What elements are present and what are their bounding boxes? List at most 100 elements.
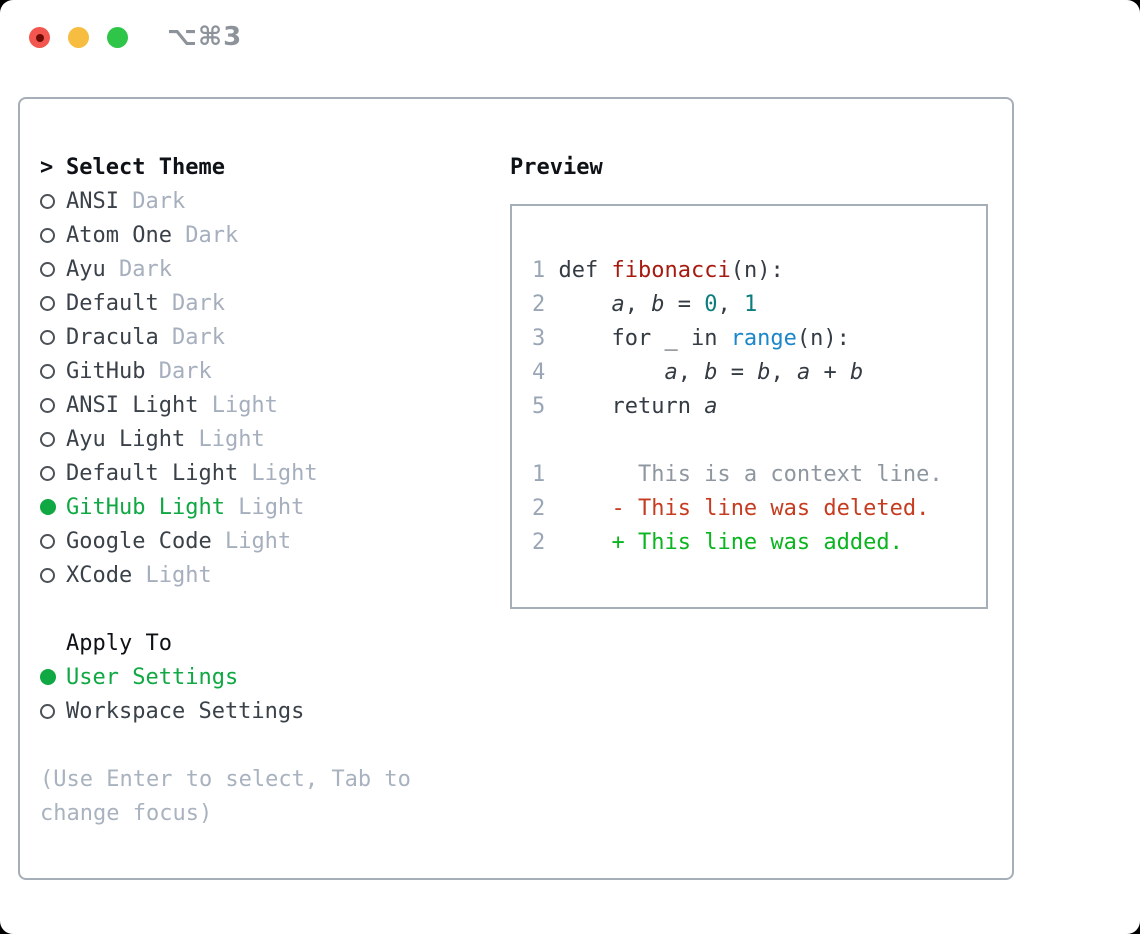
theme-variant: Light	[132, 562, 212, 588]
theme-option-github[interactable]: GitHub Dark	[40, 354, 411, 388]
preview-title: Preview	[510, 154, 603, 180]
theme-list-header-row: >Select Theme	[40, 150, 411, 184]
line-number: 5	[532, 394, 546, 419]
apply-option-user-settings[interactable]: User Settings	[40, 660, 411, 694]
blank-line	[532, 424, 986, 458]
hint-text: (Use Enter to select, Tab to	[40, 766, 411, 792]
code-segment-plain: ,	[624, 292, 652, 317]
theme-name: Google Code	[66, 528, 212, 554]
code-line: 1 def fibonacci(n):	[532, 254, 986, 288]
theme-name: Dracula	[66, 324, 159, 350]
theme-option-atom-one[interactable]: Atom One Dark	[40, 218, 411, 252]
diff-context-line: 1 This is a context line.	[532, 458, 986, 492]
theme-name: GitHub Light	[66, 494, 225, 520]
hint-text-row: change focus)	[40, 796, 411, 830]
theme-option-ayu[interactable]: Ayu Dark	[40, 252, 411, 286]
line-number: 1	[532, 462, 546, 487]
theme-name: Atom One	[66, 222, 172, 248]
zoom-button[interactable]	[107, 27, 128, 48]
apply-to-header-row: Apply To	[40, 626, 411, 660]
gutter	[40, 193, 66, 209]
theme-variant: Dark	[158, 290, 225, 316]
theme-name: XCode	[66, 562, 133, 588]
theme-option-google-code[interactable]: Google Code Light	[40, 524, 411, 558]
radio-icon	[40, 567, 55, 583]
theme-variant: Dark	[171, 222, 239, 248]
code-segment-fn: fibonacci	[611, 258, 731, 283]
close-button[interactable]	[29, 27, 50, 48]
apply-option-workspace-settings[interactable]: Workspace Settings	[40, 694, 411, 728]
code-segment-plain: ,	[717, 292, 744, 317]
hint-text: change focus)	[40, 800, 213, 826]
code-segment-plain	[545, 360, 664, 385]
theme-variant: Light	[224, 494, 305, 520]
radio-selected-icon	[40, 669, 56, 685]
code-line: 4 a, b = b, a + b	[532, 356, 986, 390]
code-segment-var: a	[704, 394, 718, 419]
code-segment-context: This is a context line.	[545, 462, 943, 487]
theme-variant: Dark	[158, 324, 225, 350]
code-segment-added: + This line was added.	[611, 530, 903, 555]
theme-variant: Dark	[105, 256, 172, 282]
titlebar: ⌥⌘3	[0, 0, 1140, 80]
code-line: 3 for _ in range(n):	[532, 322, 986, 356]
theme-variant: Dark	[145, 358, 212, 384]
code-segment-plain: def	[545, 258, 612, 283]
theme-option-xcode[interactable]: XCode Light	[40, 558, 411, 592]
theme-option-dracula[interactable]: Dracula Dark	[40, 320, 411, 354]
minimize-button[interactable]	[68, 27, 89, 48]
code-segment-deleted: - This line was deleted.	[611, 496, 930, 521]
code-line: 2 a, b = 0, 1	[532, 288, 986, 322]
theme-option-default[interactable]: Default Dark	[40, 286, 411, 320]
gutter	[40, 669, 66, 685]
gutter	[40, 227, 66, 243]
radio-icon	[40, 397, 55, 413]
radio-selected-icon	[40, 499, 56, 515]
radio-icon	[40, 363, 55, 379]
line-number: 2	[532, 496, 546, 521]
code-segment-plain: (n):	[796, 326, 850, 351]
theme-name: ANSI Light	[66, 392, 199, 418]
line-number: 1	[532, 258, 546, 283]
code-segment-var: a	[664, 360, 678, 385]
record-dot-icon	[35, 33, 44, 42]
code-segment-plain: +	[810, 360, 850, 385]
line-number: 3	[532, 326, 546, 351]
code-segment-plain	[545, 292, 611, 317]
code-segment-builtin: range	[730, 326, 797, 351]
theme-option-github-light[interactable]: GitHub Light Light	[40, 490, 411, 524]
code-segment-plain: ,	[770, 360, 797, 385]
code-segment-num: 0	[704, 292, 718, 317]
theme-variant: Dark	[118, 188, 186, 214]
theme-option-ayu-light[interactable]: Ayu Light Light	[40, 422, 411, 456]
radio-icon	[40, 465, 55, 481]
gutter	[40, 499, 66, 515]
theme-option-ansi-light[interactable]: ANSI Light Light	[40, 388, 411, 422]
hint-text-row: (Use Enter to select, Tab to	[40, 762, 411, 796]
code-segment-plain	[545, 496, 611, 521]
code-segment-var: b	[704, 360, 718, 385]
gutter	[40, 261, 66, 277]
code-segment-plain: =	[664, 292, 705, 317]
theme-variant: Light	[211, 528, 292, 554]
gutter	[40, 431, 66, 447]
theme-option-ansi[interactable]: ANSI Dark	[40, 184, 411, 218]
gutter	[40, 397, 66, 413]
window-shortcut-label: ⌥⌘3	[167, 22, 243, 52]
theme-list-title: Select Theme	[66, 154, 225, 180]
code-segment-var: b	[757, 360, 771, 385]
apply-option-label: Workspace Settings	[66, 698, 305, 724]
code-segment-plain: ,	[677, 360, 705, 385]
spacer-row	[40, 728, 411, 762]
theme-name: Default Light	[66, 460, 239, 486]
radio-icon	[40, 533, 55, 549]
radio-icon	[40, 431, 55, 447]
code-segment-plain: =	[717, 360, 758, 385]
theme-name: ANSI	[66, 188, 119, 214]
gutter	[40, 533, 66, 549]
theme-option-default-light[interactable]: Default Light Light	[40, 456, 411, 490]
